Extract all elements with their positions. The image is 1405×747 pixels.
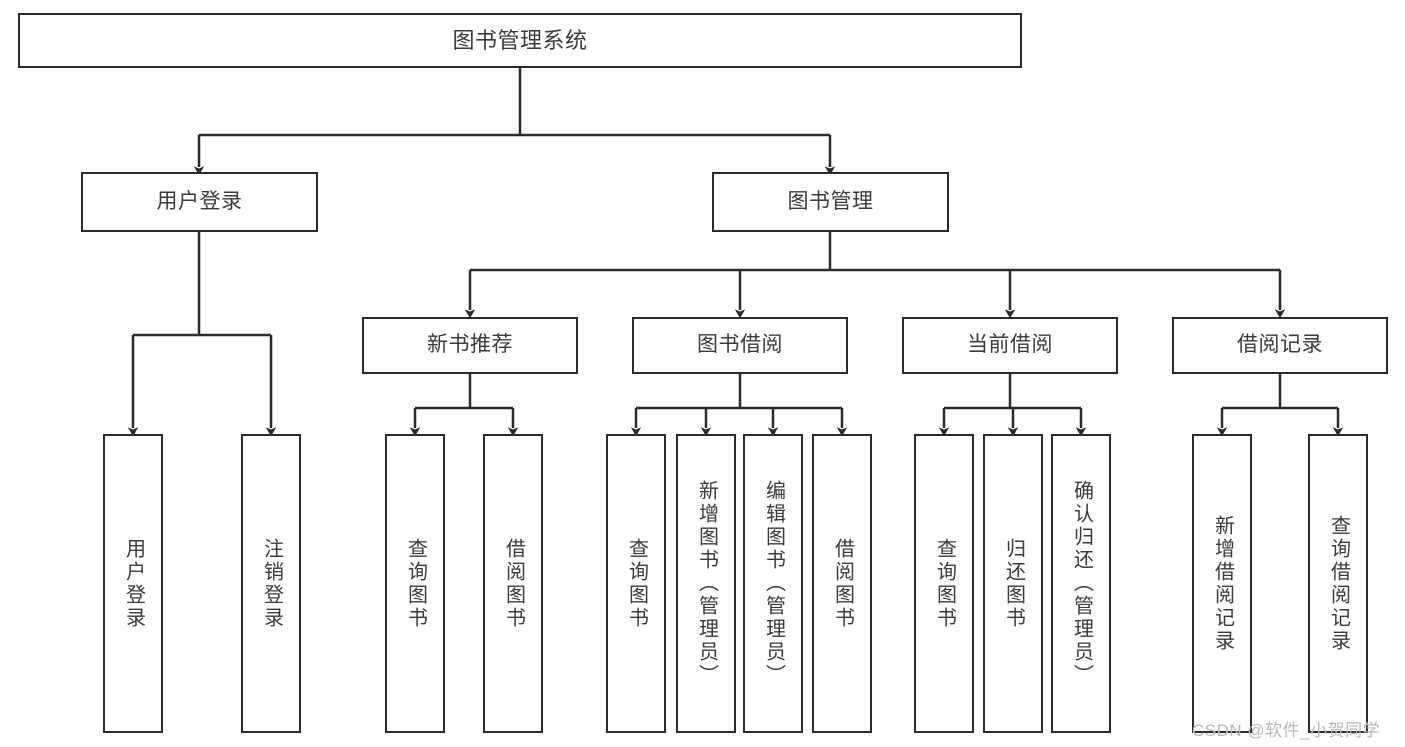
node-leaf-edit-book-admin[interactable]: 编辑图书（管理员） — [743, 434, 803, 733]
node-label: 新书推荐 — [427, 333, 513, 357]
node-root-book-management-system[interactable]: 图书管理系统 — [18, 13, 1022, 68]
node-leaf-query-book-borrow[interactable]: 查询图书 — [606, 434, 666, 733]
node-borrow-record[interactable]: 借阅记录 — [1172, 317, 1388, 374]
node-label: 借阅记录 — [1237, 333, 1323, 357]
node-leaf-query-borrow-record[interactable]: 查询借阅记录 — [1308, 434, 1368, 733]
node-leaf-return-book[interactable]: 归还图书 — [983, 434, 1043, 733]
node-label: 借阅图书 — [502, 537, 525, 630]
node-label: 新增图书（管理员） — [695, 480, 718, 687]
node-leaf-user-login[interactable]: 用户登录 — [103, 434, 163, 733]
node-leaf-borrow-book-recommend[interactable]: 借阅图书 — [483, 434, 543, 733]
node-label: 归还图书 — [1002, 537, 1025, 630]
node-label: 编辑图书（管理员） — [762, 480, 785, 687]
node-label: 图书管理 — [787, 189, 874, 213]
node-label: 查询图书 — [404, 537, 427, 630]
node-leaf-confirm-return-admin[interactable]: 确认归还（管理员） — [1051, 434, 1111, 733]
node-user-login[interactable]: 用户登录 — [81, 172, 318, 232]
node-book-borrow[interactable]: 图书借阅 — [632, 317, 848, 374]
node-label: 图书借阅 — [697, 333, 783, 357]
node-label: 新增借阅记录 — [1211, 514, 1234, 653]
node-label: 注销登录 — [260, 537, 283, 630]
node-book-management[interactable]: 图书管理 — [712, 172, 949, 232]
node-label: 借阅图书 — [831, 537, 854, 630]
node-leaf-borrow-book[interactable]: 借阅图书 — [812, 434, 872, 733]
node-label: 当前借阅 — [967, 333, 1053, 357]
node-label: 用户登录 — [122, 537, 145, 630]
node-current-borrow[interactable]: 当前借阅 — [902, 317, 1118, 374]
node-leaf-logout[interactable]: 注销登录 — [241, 434, 301, 733]
watermark-csdn: CSDN @软件_小贺同学 — [1192, 721, 1381, 740]
node-label: 图书管理系统 — [452, 27, 588, 53]
node-leaf-query-book-current[interactable]: 查询图书 — [914, 434, 974, 733]
node-leaf-add-book-admin[interactable]: 新增图书（管理员） — [676, 434, 736, 733]
node-label: 查询图书 — [933, 537, 956, 630]
node-label: 查询借阅记录 — [1327, 514, 1350, 653]
node-new-book-recommend[interactable]: 新书推荐 — [362, 317, 578, 374]
node-leaf-add-borrow-record[interactable]: 新增借阅记录 — [1192, 434, 1252, 733]
node-leaf-query-book-recommend[interactable]: 查询图书 — [385, 434, 445, 733]
node-label: 确认归还（管理员） — [1070, 480, 1093, 687]
node-label: 查询图书 — [625, 537, 648, 630]
node-label: 用户登录 — [156, 189, 243, 213]
